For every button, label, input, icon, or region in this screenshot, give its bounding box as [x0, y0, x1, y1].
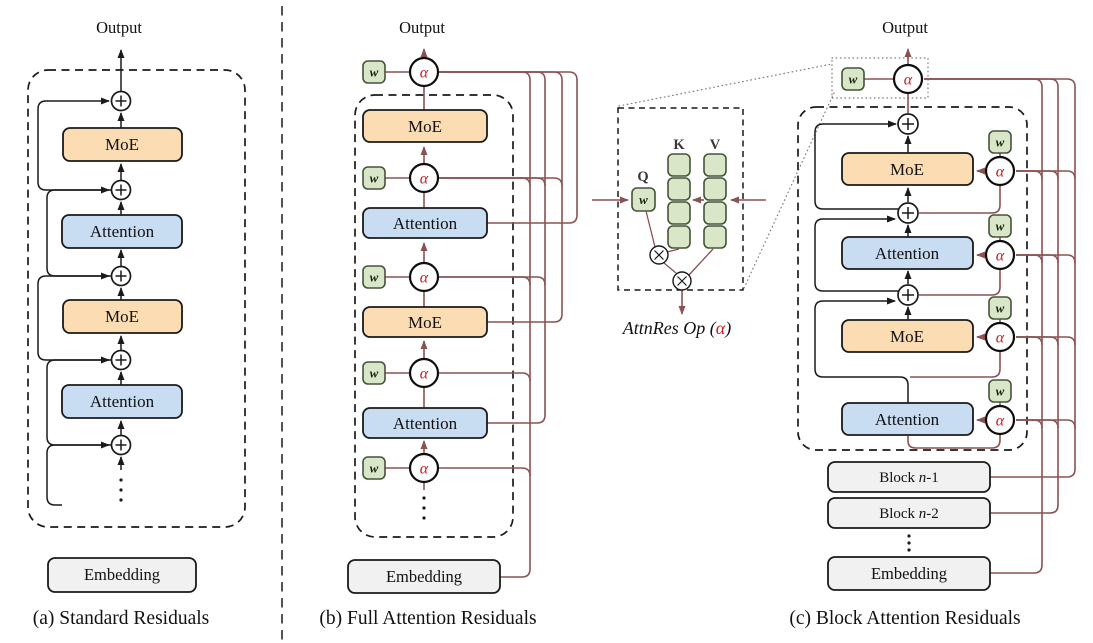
- ellipsis-dots: [119, 478, 123, 502]
- svg-text:α: α: [904, 72, 913, 89]
- moe-block: MoE: [841, 152, 974, 186]
- svg-text:α: α: [420, 366, 429, 383]
- block-boundary-dashed-box: [27, 69, 246, 528]
- ellipsis-dots: [422, 496, 426, 520]
- caption-c: (c) Block Attention Residuals: [789, 608, 1020, 629]
- attention-block: Attention: [61, 214, 183, 249]
- value-stack: [703, 153, 727, 249]
- svg-text:w: w: [996, 384, 1005, 399]
- block-boundary-dashed-box: [354, 94, 514, 538]
- w-gate: w w w w w: [362, 60, 386, 480]
- attnres-alpha-op: α: [892, 63, 924, 95]
- embedding-block: Embedding: [47, 557, 197, 593]
- svg-text:MoE: MoE: [105, 135, 139, 154]
- svg-text:α: α: [420, 270, 429, 287]
- svg-text:α: α: [996, 330, 1005, 347]
- svg-text:Attention: Attention: [393, 414, 458, 433]
- embedding-block: Embedding: [827, 556, 991, 591]
- moe-block: MoE: [362, 306, 488, 338]
- zoom-projector-line: [743, 92, 835, 289]
- attention-block: Attention: [841, 402, 974, 436]
- svg-text:α: α: [420, 65, 429, 82]
- panel-a: Output MoE: [27, 18, 246, 629]
- panel-c: Output: [789, 18, 1076, 629]
- block-boundary-dashed-box: [797, 106, 1028, 451]
- panel-b-residual-wires: [385, 48, 578, 578]
- svg-text:MoE: MoE: [890, 327, 924, 346]
- svg-text:Attention: Attention: [90, 392, 155, 411]
- attnres-alpha-op: α α α α α: [408, 56, 440, 484]
- attention-block: Attention: [841, 236, 974, 270]
- key-label: K: [673, 137, 685, 153]
- zoom-target-dotted-box: [831, 57, 929, 99]
- w-gate: w w w w: [988, 130, 1012, 403]
- panel-c-skip-wires: [814, 120, 912, 403]
- attention-block: Attention: [61, 384, 183, 419]
- svg-text:w: w: [849, 72, 858, 87]
- svg-text:MoE: MoE: [890, 160, 924, 179]
- svg-text:MoE: MoE: [408, 313, 442, 332]
- svg-text:Embedding: Embedding: [871, 564, 947, 583]
- add-node: [897, 113, 919, 306]
- svg-text:w: w: [370, 366, 379, 381]
- svg-text:w: w: [996, 219, 1005, 234]
- zoom-projector-line: [618, 63, 833, 107]
- attention-block: Attention: [362, 207, 488, 239]
- moe-block: MoE: [62, 299, 183, 334]
- inset-product-wires: [645, 210, 714, 276]
- block-n-2: Block n-2: [827, 497, 991, 529]
- svg-text:Embedding: Embedding: [386, 567, 462, 586]
- svg-text:α: α: [996, 413, 1005, 430]
- query-label: Q: [637, 169, 648, 185]
- attnres-alpha-op: α α α α: [984, 155, 1016, 436]
- svg-text:α: α: [420, 461, 429, 478]
- caption-b: (b) Full Attention Residuals: [319, 608, 536, 629]
- svg-text:MoE: MoE: [105, 307, 139, 326]
- svg-text:Block n-1: Block n-1: [879, 470, 939, 486]
- w-gate: w: [631, 187, 656, 212]
- output-label: Output: [882, 18, 928, 37]
- svg-text:Attention: Attention: [875, 410, 940, 429]
- embedding-block: Embedding: [347, 559, 501, 594]
- svg-text:α: α: [996, 164, 1005, 181]
- caption-a: (a) Standard Residuals: [33, 608, 210, 629]
- output-label: Output: [399, 18, 445, 37]
- svg-text:w: w: [996, 301, 1005, 316]
- inset-caption: AttnRes Op (α): [622, 318, 731, 339]
- svg-text:α: α: [996, 248, 1005, 265]
- ellipsis-dots: [907, 534, 911, 552]
- svg-text:Embedding: Embedding: [84, 565, 160, 584]
- inset-wires: [592, 196, 766, 315]
- key-stack: [667, 153, 691, 249]
- moe-block: MoE: [841, 319, 974, 353]
- svg-text:w: w: [370, 65, 379, 80]
- add-node: [110, 90, 132, 456]
- block-n-1: Block n-1: [827, 461, 991, 493]
- panel-c-residual-wires: [864, 48, 1076, 574]
- value-label: V: [710, 137, 721, 153]
- svg-text:w: w: [370, 270, 379, 285]
- inset-attnres-op: Q K V w: [592, 57, 929, 339]
- svg-text:MoE: MoE: [408, 117, 442, 136]
- multiply-node: [649, 245, 692, 291]
- svg-text:Attention: Attention: [90, 222, 155, 241]
- svg-text:w: w: [996, 135, 1005, 150]
- w-gate: w: [841, 67, 865, 91]
- attention-block: Attention: [362, 407, 488, 439]
- svg-text:Attention: Attention: [393, 214, 458, 233]
- moe-block: MoE: [62, 127, 183, 162]
- svg-text:Block n-2: Block n-2: [879, 506, 939, 522]
- panel-b: Output MoE: [319, 18, 578, 629]
- svg-text:Attention: Attention: [875, 244, 940, 263]
- panel-a-wires: [37, 49, 125, 506]
- output-label: Output: [96, 18, 142, 37]
- moe-block: MoE: [362, 109, 488, 143]
- svg-text:w: w: [370, 461, 379, 476]
- svg-text:α: α: [420, 171, 429, 188]
- svg-text:w: w: [370, 171, 379, 186]
- svg-text:w: w: [639, 192, 648, 207]
